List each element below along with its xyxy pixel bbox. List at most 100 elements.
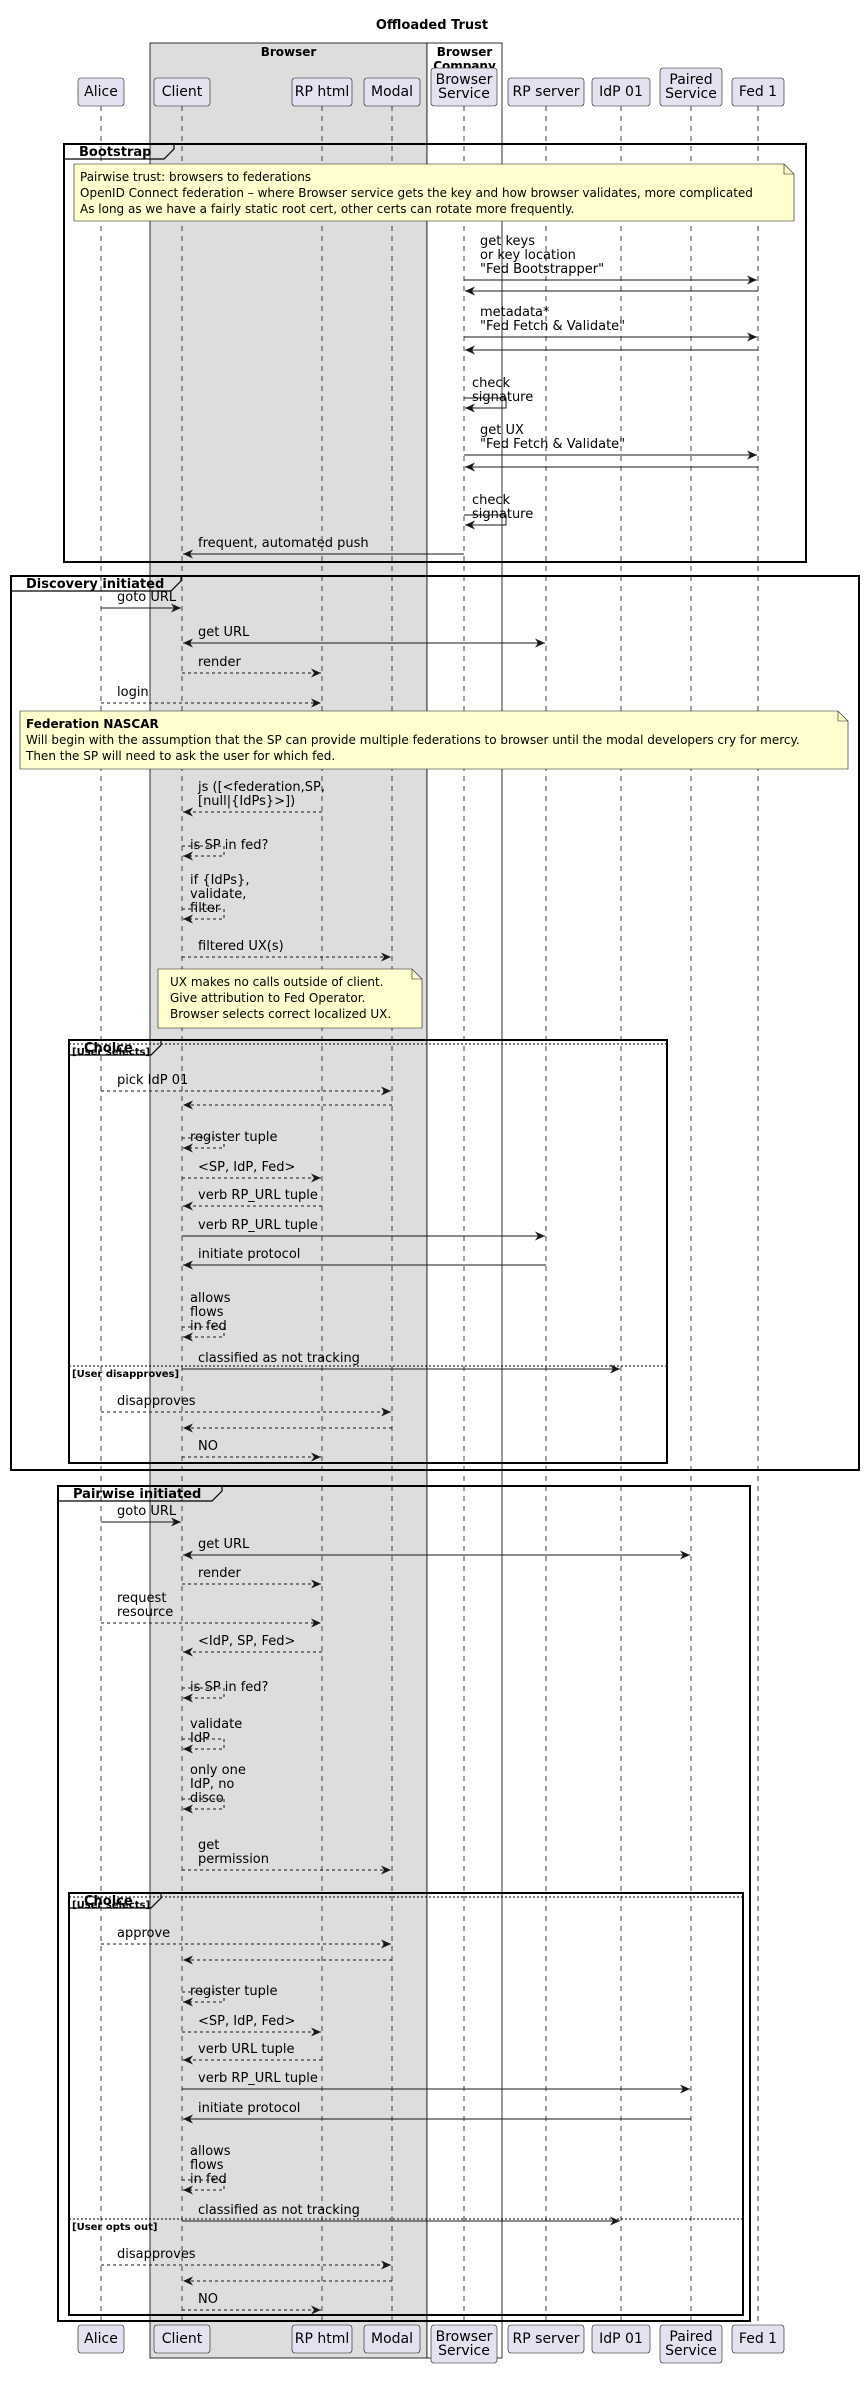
participant-label: Service	[438, 86, 490, 102]
participant-label: RP html	[295, 84, 350, 100]
group-label: Pairwise initiated	[73, 1487, 201, 1502]
browser-box	[149, 42, 428, 2359]
participant-label: Paired	[669, 72, 712, 88]
participant-label: Client	[162, 2331, 203, 2347]
note-line: OpenID Connect federation – where Browse…	[80, 186, 753, 200]
message-label: render	[198, 655, 242, 670]
group-frame-discovery	[10, 575, 860, 1471]
message-label: allows	[190, 2144, 231, 2159]
note-fold	[411, 969, 422, 980]
participant-label: Paired	[669, 2329, 712, 2345]
group-tab	[58, 1486, 223, 1502]
message-label: login	[117, 685, 149, 700]
message-label: get	[198, 1838, 219, 1853]
note-fold	[783, 164, 794, 175]
participant-label: Modal	[371, 2331, 413, 2347]
participant-label: Fed 1	[739, 2331, 777, 2347]
message-label: <SP, IdP, Fed>	[198, 2014, 295, 2029]
company-box-label: Browser	[437, 45, 493, 59]
self-message-arrow	[182, 1326, 225, 1342]
group-condition: [User disapproves]	[72, 1369, 179, 1380]
message-label: validate	[190, 1717, 242, 1732]
message-label: <SP, IdP, Fed>	[198, 1160, 295, 1175]
message-label: "Fed Fetch & Validate"	[480, 319, 625, 334]
note-line: UX makes no calls outside of client.	[170, 975, 384, 989]
participant-label: Alice	[84, 84, 118, 100]
note-box-note1	[73, 163, 795, 222]
group-tab	[11, 576, 182, 592]
self-message-arrow	[182, 845, 225, 861]
note-line: Pairwise trust: browsers to federations	[80, 170, 311, 184]
note-line: Browser selects correct localized UX.	[170, 1007, 391, 1021]
message-label: get URL	[198, 625, 250, 640]
participant-label: Alice	[84, 2331, 118, 2347]
message-label: classified as not tracking	[198, 1351, 360, 1366]
group-tab	[64, 144, 175, 160]
note-title: Federation NASCAR	[26, 717, 159, 731]
participant-rpserver-top	[507, 77, 585, 107]
message-label: get keys	[480, 234, 535, 249]
diagram-title: Offloaded Trust	[376, 18, 488, 33]
note-line: As long as we have a fairly static root …	[80, 202, 574, 216]
message-label: is SP in fed?	[190, 1680, 268, 1695]
note-box-note3	[157, 968, 423, 1029]
note-box-note2	[19, 710, 849, 770]
self-message-arrow	[182, 1991, 225, 2007]
participant-label: Browser	[436, 72, 493, 88]
self-message-arrow	[182, 1798, 225, 1814]
message-label: verb RP_URL tuple	[198, 2071, 318, 2086]
message-label: initiate protocol	[198, 2101, 300, 2116]
participant-rphtml-top	[291, 77, 353, 107]
group-condition: [User selects]	[72, 1047, 150, 1058]
message-label: NO	[198, 2292, 218, 2307]
group-tab	[69, 1893, 162, 1909]
group-label: Discovery initiated	[26, 577, 164, 592]
participant-idp01-bottom	[591, 2324, 651, 2354]
message-label: goto URL	[117, 590, 177, 605]
message-label: request	[117, 1591, 166, 1606]
message-label: if {IdPs},	[190, 873, 249, 888]
message-label: filtered UX(s)	[198, 939, 284, 954]
group-frame-choice2	[68, 1892, 744, 2316]
participant-label: Browser	[436, 2329, 493, 2345]
self-message-arrow	[464, 514, 507, 530]
group-condition: [User selects]	[72, 1900, 150, 1911]
self-message-arrow	[182, 2179, 225, 2195]
message-label: disapproves	[117, 1394, 196, 1409]
message-label: approve	[117, 1926, 170, 1941]
message-label: metadata*	[480, 305, 550, 320]
participant-client-bottom	[153, 2324, 211, 2354]
message-label: initiate protocol	[198, 1247, 300, 1262]
message-label: register tuple	[190, 1984, 277, 1999]
self-message-arrow	[182, 908, 225, 924]
group-label: Choice	[84, 1041, 133, 1056]
message-label: pick IdP 01	[117, 1073, 188, 1088]
message-label: filter	[190, 901, 221, 916]
participant-modal-bottom	[363, 2324, 421, 2354]
participant-label: IdP 01	[599, 2331, 643, 2347]
participant-fed1-bottom	[731, 2324, 785, 2354]
participant-label: Modal	[371, 84, 413, 100]
note-line: Then the SP will need to ask the user fo…	[25, 749, 335, 763]
participant-label: RP html	[295, 2331, 350, 2347]
message-label: verb RP_URL tuple	[198, 1188, 318, 1203]
message-label: js ([<federation,SP,	[197, 780, 325, 795]
message-label: render	[198, 1566, 242, 1581]
message-label: register tuple	[190, 1130, 277, 1145]
group-frame-pairwise	[57, 1485, 751, 2322]
participant-label: Service	[438, 2343, 490, 2359]
participant-rpserver-bottom	[507, 2324, 585, 2354]
participant-label: Fed 1	[739, 84, 777, 100]
message-label: "Fed Fetch & Validate"	[480, 437, 625, 452]
participant-paired-bottom	[659, 2324, 723, 2364]
message-label: flows	[190, 2158, 224, 2173]
message-label: verb URL tuple	[198, 2042, 295, 2057]
message-label: verb RP_URL tuple	[198, 1218, 318, 1233]
group-frame-choice1	[68, 1039, 668, 1464]
message-label: disapproves	[117, 2247, 196, 2262]
group-tab	[69, 1040, 162, 1056]
message-label: or key location	[480, 248, 576, 263]
message-label: is SP in fed?	[190, 838, 268, 853]
participant-label: Service	[665, 2343, 717, 2359]
